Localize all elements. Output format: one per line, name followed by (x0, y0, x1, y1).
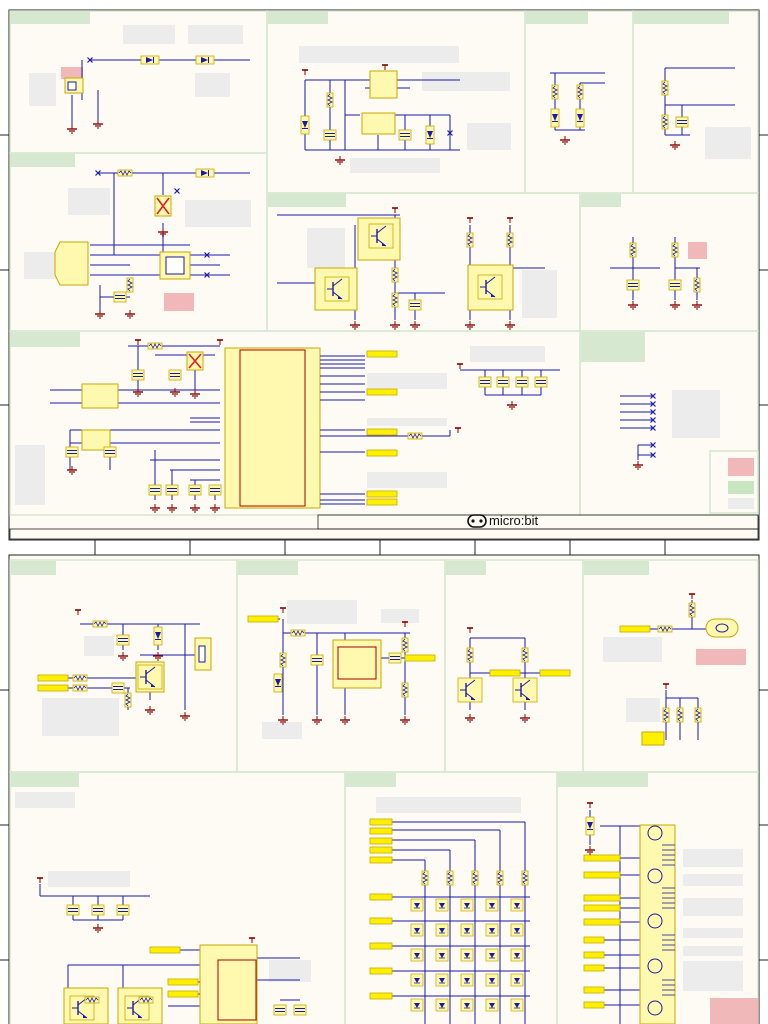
dnp-marker (186, 351, 204, 371)
microbit-logo: micro:bit (467, 513, 539, 528)
title-block: micro:bit (9, 513, 759, 540)
sheet-2 (0, 546, 768, 1024)
interface-mcu-circuit (50, 345, 560, 509)
led-matrix-rowlabels (369, 818, 393, 1000)
power-input-circuit (64, 59, 250, 125)
regulator-circuit (304, 70, 460, 151)
note-blocks-2 (15, 600, 743, 991)
section-frames-2 (9, 559, 759, 1024)
edge-pin-labels (583, 854, 621, 1009)
highlight-blocks (61, 67, 707, 311)
microphone-circuit (248, 618, 410, 715)
dnp-marker (154, 195, 172, 217)
legend-box (709, 450, 759, 514)
edge-fingers (662, 844, 675, 996)
sheet-1: micro:bit (0, 9, 768, 546)
test-points (620, 395, 652, 460)
section-frames (9, 10, 759, 516)
section-tabs-2 (11, 561, 649, 787)
section-tabs (10, 11, 729, 362)
led-matrix-circuit (392, 821, 530, 1024)
logo-text: micro:bit (489, 513, 539, 528)
note-blocks (15, 25, 751, 505)
usb-circuit (54, 172, 250, 310)
highlight-block (696, 649, 746, 665)
highlight-block (710, 998, 758, 1024)
edge-pads (647, 825, 663, 1016)
